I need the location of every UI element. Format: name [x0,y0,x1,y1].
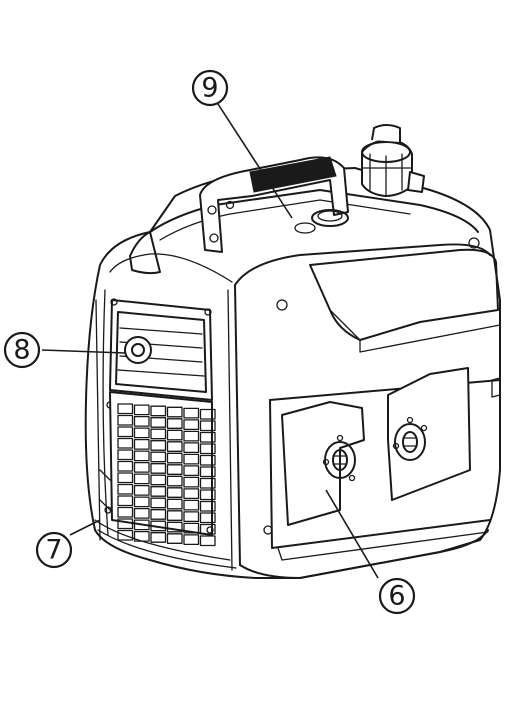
outlet-panel-left [281,401,365,526]
carry-handle [199,156,349,253]
grille-slot [117,483,134,495]
grille-slot [117,495,134,507]
grille-slot [133,461,150,473]
callout-8: 8 [3,331,41,369]
grille-slot [150,451,167,463]
side-vent-grille [104,391,216,547]
grille-slot [183,407,200,419]
grille-slot [166,510,183,521]
grille-slot [133,484,150,496]
grille-slot [133,404,150,416]
fuel-cap [361,124,425,197]
leader-6 [325,489,379,579]
grille-slot [183,430,200,442]
grille-slot [166,521,183,533]
grille-slot [117,426,134,438]
grille-slot [183,476,200,488]
grille-slot [150,463,167,474]
callout-label: 6 [388,581,405,612]
grille-slot [199,477,216,489]
grille-slot [166,475,183,487]
grille-slot [117,529,134,541]
grille-slot [133,438,150,450]
outlet-panel-right [387,367,501,501]
grille-slot [183,534,200,546]
grille-slot [150,405,167,417]
grille-slot [133,530,150,542]
grille-slot [199,535,216,547]
grille-slot [183,488,200,500]
grille-slot [166,429,183,441]
leader-lines [41,103,379,579]
grille-slot [117,472,134,484]
grille-slot [199,443,216,455]
leader-7 [69,519,101,536]
callout-6: 6 [378,577,416,615]
grille-slot [166,452,183,464]
grille-slot [150,417,167,428]
grille-slot [166,406,183,418]
grille-slot [117,506,134,518]
grille-slot [183,511,200,523]
grille-slot [150,428,167,440]
grille-slot [199,408,216,420]
grille-slot [166,498,183,510]
grille-slot [133,507,150,519]
grille-slot [150,440,167,451]
grille-slot [183,419,200,431]
callout-label: 9 [201,73,218,104]
grille-slot [183,465,200,477]
grille-slot [183,522,200,534]
callout-9: 9 [191,69,229,107]
grille-slot [117,403,134,415]
grille-slot [166,487,183,498]
grille-slot [150,486,167,497]
callout-7: 7 [35,531,73,569]
grille-slot [183,499,200,511]
grille-slot [133,473,150,485]
grille-slot [199,489,216,501]
grille-slot [183,453,200,465]
grille-slot [117,437,134,449]
grille-slot [199,500,216,512]
grille-slot [150,520,167,532]
grille-slot [150,497,167,509]
air-filter-cover [106,298,213,426]
callout-label: 8 [13,335,30,366]
grille-slot [166,464,183,475]
grille-slot [199,454,216,466]
callout-label: 7 [45,535,62,566]
grille-slot [166,418,183,429]
grille-slot [117,449,134,461]
grille-slot [183,442,200,454]
grille-slot [199,420,216,432]
grille-slot [166,533,183,544]
grille-slot [199,466,216,478]
leader-9 [217,103,293,219]
grille-slot [133,519,150,531]
grille-slot [150,474,167,486]
grille-slot [133,427,150,439]
grille-slot [117,460,134,472]
grille-slot [133,450,150,462]
grille-slot [199,512,216,524]
grille-slot [150,532,167,543]
grille-slot [117,518,134,530]
grille-slot [117,414,134,426]
leader-8 [41,349,126,354]
grille-slot [150,509,167,520]
grille-slot [199,523,216,535]
grille-slot [133,415,150,427]
grille-slot [133,496,150,508]
grille-slot [199,431,216,443]
grille-slot [166,441,183,452]
